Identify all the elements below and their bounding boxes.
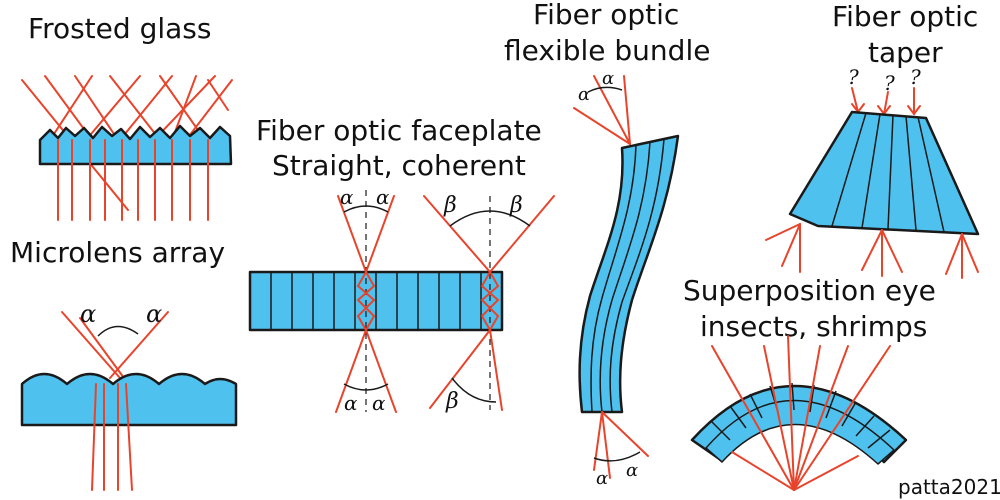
microlens-angle-arc [97, 325, 139, 337]
faceplate-beta-arc-top [449, 210, 531, 227]
bundle-alpha-top-left: α [578, 84, 590, 105]
bundle-fibers [590, 138, 665, 413]
bundle-outgoing-rays [593, 411, 649, 479]
bundle-alpha-bottom-right: α [626, 460, 638, 481]
faceplate-beta-bottom: β [445, 389, 459, 414]
frosted-glass-figure [21, 75, 233, 221]
label-bundle-line2: flexible bundle [504, 34, 710, 67]
signature: patta2021 [898, 475, 1000, 499]
label-frosted-glass: Frosted glass [28, 12, 211, 45]
label-superposition-line1: Superposition eye [683, 274, 936, 307]
taper-incoming-arrows [851, 87, 921, 116]
frosted-glass-incoming-rays [21, 75, 233, 211]
frosted-glass-outgoing-rays [57, 139, 209, 221]
label-faceplate-line2: Straight, coherent [272, 149, 526, 182]
bundle-bottom-angle-arc [593, 451, 641, 462]
faceplate-alpha-rays [335, 190, 397, 413]
taper-question-3: ? [910, 65, 921, 89]
bundle-alpha-top-right: α [602, 68, 614, 89]
label-taper-line2: taper [868, 36, 943, 69]
microlens-outgoing-rays [91, 383, 133, 491]
bundle-figure: α α α α [573, 68, 680, 489]
label-faceplate-line1: Fiber optic faceplate [256, 114, 542, 147]
microlens-array-body [20, 372, 238, 427]
taper-outgoing-rays [765, 223, 979, 279]
taper-body [788, 110, 980, 236]
faceplate-beta-top-left: β [443, 193, 457, 218]
microlens-alpha-right: α [146, 300, 162, 328]
faceplate-beta-top-right: β [509, 193, 523, 218]
faceplate-alpha-top-left: α [340, 185, 354, 209]
label-taper-line1: Fiber optic [832, 0, 978, 33]
faceplate-beta-arc-bottom [451, 377, 497, 403]
microlens-incoming-rays [61, 311, 169, 379]
label-microlens-array: Microlens array [10, 236, 225, 269]
faceplate-alpha-bottom-left: α [344, 391, 358, 415]
microlens-alpha-left: α [80, 300, 96, 328]
microlens-figure: α α [20, 300, 238, 491]
faceplate-alpha-bottom-right: α [372, 391, 386, 415]
taper-fibers [831, 112, 945, 233]
taper-figure: ? ? ? [765, 65, 980, 279]
label-superposition-line2: insects, shrimps [700, 310, 927, 343]
frosted-glass-plate [38, 124, 233, 166]
superposition-rays [711, 335, 891, 491]
faceplate-alpha-arc-top [343, 205, 389, 213]
label-bundle-line1: Fiber optic [533, 0, 679, 31]
superposition-segments [711, 382, 891, 449]
taper-question-1: ? [848, 65, 859, 89]
bundle-alpha-bottom-left: α [596, 468, 608, 489]
faceplate-alpha-top-right: α [376, 185, 390, 209]
faceplate-beta-rays [423, 195, 555, 411]
superposition-figure [690, 335, 908, 491]
faceplate-alpha-arc-bottom [343, 383, 389, 391]
faceplate-fibers [270, 272, 482, 330]
bundle-top-angle-arc [587, 86, 623, 93]
taper-question-2: ? [884, 71, 895, 95]
bundle-body [578, 134, 680, 414]
faceplate-figure: α α α α β β β [248, 185, 555, 415]
